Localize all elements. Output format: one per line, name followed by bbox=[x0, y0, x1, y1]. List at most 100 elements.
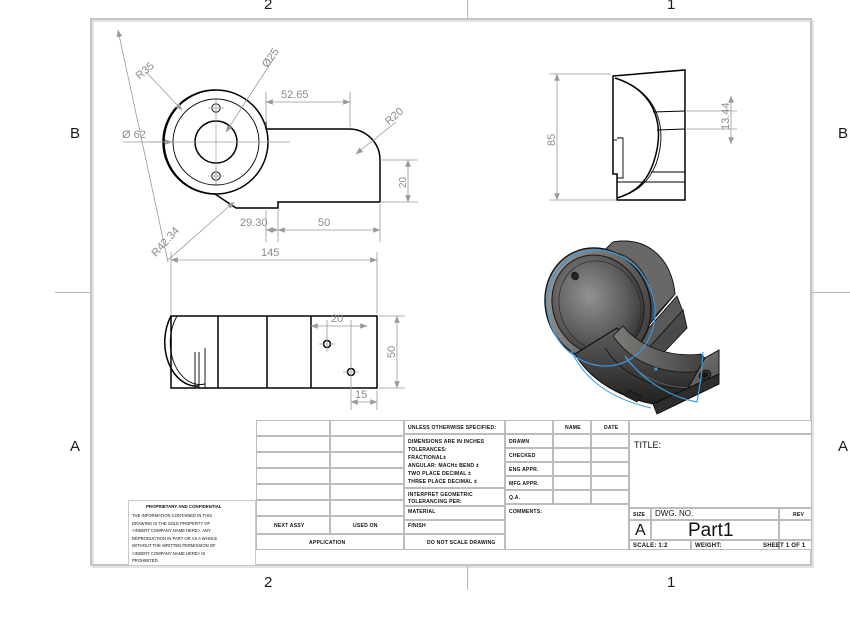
proprietary-line-1: THE INFORMATION CONTAINED IN THIS bbox=[132, 513, 213, 518]
dim-r35: R35 bbox=[134, 60, 157, 82]
approval-label-drawn: DRAWN bbox=[509, 439, 530, 445]
dim-85: 85 bbox=[546, 134, 558, 146]
tolerances-cell: DIMENSIONS ARE IN INCHES TOLERANCES: FRA… bbox=[404, 434, 505, 488]
approval-date-qa[interactable] bbox=[591, 490, 629, 504]
used-on-label: USED ON bbox=[353, 523, 378, 529]
approval-name-checked[interactable] bbox=[553, 448, 591, 462]
dim-15: 15 bbox=[355, 389, 367, 401]
assy-cell-r1c1[interactable] bbox=[256, 420, 330, 436]
comments-label: COMMENTS: bbox=[509, 509, 543, 515]
title-cell[interactable]: TITLE: bbox=[629, 434, 812, 508]
rev-label-cell: REV bbox=[779, 508, 812, 520]
unless-specified-cell: UNLESS OTHERWISE SPECIFIED: bbox=[404, 420, 505, 434]
dwg-no-label: DWG. NO. bbox=[655, 509, 694, 518]
approval-date-checked[interactable] bbox=[591, 448, 629, 462]
approval-date-mfgappr[interactable] bbox=[591, 476, 629, 490]
approval-date-drawn[interactable] bbox=[591, 434, 629, 448]
front-view[interactable]: Ø 62 R35 Ø25 R42.34 R20 52.65 29.30 50 2 bbox=[116, 29, 438, 280]
approval-label-checked: CHECKED bbox=[509, 453, 536, 459]
dwg-no-value: Part1 bbox=[688, 520, 734, 541]
dim-50-front: 50 bbox=[318, 217, 330, 229]
tolerance-line-5: TWO PLACE DECIMAL ± bbox=[408, 471, 472, 477]
do-not-scale-cell: DO NOT SCALE DRAWING bbox=[404, 534, 505, 550]
zone-right-b: B bbox=[838, 125, 849, 142]
zone-tick-top bbox=[467, 0, 468, 18]
assy-cell-r1c2[interactable] bbox=[330, 420, 404, 436]
finish-label: FINISH bbox=[408, 523, 426, 529]
scale-cell: SCALE: 1:2 bbox=[629, 540, 691, 550]
rev-value-cell[interactable] bbox=[779, 520, 812, 540]
interpret-line-2: TOLERANCING PER: bbox=[408, 499, 463, 505]
sheet-label: SHEET 1 OF 1 bbox=[763, 543, 806, 549]
rev-label: REV bbox=[793, 512, 805, 518]
next-assy-cell[interactable]: NEXT ASSY bbox=[256, 516, 330, 534]
dim-20-front: 20 bbox=[398, 176, 409, 188]
assy-cell-r3c2[interactable] bbox=[330, 452, 404, 468]
dim-dia62: Ø 62 bbox=[122, 129, 146, 141]
interpret-line-1: INTERPRET GEOMETRIC bbox=[408, 492, 473, 498]
finish-cell[interactable]: FINISH bbox=[404, 520, 505, 534]
proprietary-line-5: WITHOUT THE WRITTEN PERMISSION OF bbox=[132, 543, 216, 548]
approval-name-qa[interactable] bbox=[553, 490, 591, 504]
proprietary-line-4: REPRODUCTION IN PART OR AS A WHOLE bbox=[132, 535, 218, 541]
assy-cell-r2c2[interactable] bbox=[330, 436, 404, 452]
dim-1344: 13.44 bbox=[720, 102, 732, 130]
approval-name-engappr[interactable] bbox=[553, 462, 591, 476]
proprietary-notice-block: PROPRIETARY AND CONFIDENTIAL THE INFORMA… bbox=[128, 500, 256, 566]
zone-bottom-1: 1 bbox=[667, 574, 676, 591]
assy-cell-r5c1[interactable] bbox=[256, 484, 330, 500]
next-assy-label: NEXT ASSY bbox=[274, 523, 305, 529]
interpret-geometric-cell: INTERPRET GEOMETRIC TOLERANCING PER: bbox=[404, 488, 505, 506]
right-side-view[interactable]: 85 13.44 bbox=[525, 52, 765, 222]
dim-50-top: 50 bbox=[386, 346, 398, 358]
zone-top-2: 2 bbox=[264, 0, 273, 13]
assy-cell-r5c2[interactable] bbox=[330, 484, 404, 500]
scale-label: SCALE: 1:2 bbox=[633, 543, 668, 549]
name-header-label: NAME bbox=[565, 425, 581, 431]
title-block: NEXT ASSY USED ON APPLICATION UNLESS OTH… bbox=[256, 420, 812, 566]
proprietary-line-3: <INSERT COMPANY NAME HERE>. ANY bbox=[132, 528, 211, 533]
dim-20-top: 20 bbox=[331, 313, 343, 325]
approval-row-checked: CHECKED bbox=[505, 448, 553, 462]
weight-label: WEIGHT: bbox=[695, 543, 722, 549]
assy-cell-r6c2[interactable] bbox=[330, 500, 404, 516]
assy-cell-r4c1[interactable] bbox=[256, 468, 330, 484]
size-value: A bbox=[635, 522, 646, 539]
zone-left-b: B bbox=[70, 125, 81, 142]
name-header-cell: NAME bbox=[553, 420, 591, 434]
date-header-cell: DATE bbox=[591, 420, 629, 434]
approval-row-drawn: DRAWN bbox=[505, 434, 553, 448]
do-not-scale-label: DO NOT SCALE DRAWING bbox=[427, 540, 496, 546]
dim-2930: 29.30 bbox=[240, 217, 268, 229]
assy-cell-r2c1[interactable] bbox=[256, 436, 330, 452]
size-label: SIZE bbox=[633, 512, 646, 518]
size-value-cell: A bbox=[629, 520, 651, 540]
tolerance-line-6: THREE PLACE DECIMAL ± bbox=[408, 479, 477, 485]
title-label: TITLE: bbox=[634, 440, 662, 450]
top-view[interactable]: 145 20 50 15 bbox=[155, 238, 425, 418]
dim-r20: R20 bbox=[383, 106, 406, 128]
material-label: MATERIAL bbox=[408, 509, 436, 515]
sheet-border bbox=[90, 18, 812, 566]
approval-blank-header bbox=[505, 420, 553, 434]
dwg-no-value-cell[interactable]: Part1 bbox=[651, 520, 779, 541]
tolerance-line-1: DIMENSIONS ARE IN INCHES bbox=[408, 439, 485, 445]
approval-name-mfgappr[interactable] bbox=[553, 476, 591, 490]
approval-date-engappr[interactable] bbox=[591, 462, 629, 476]
isometric-view[interactable] bbox=[505, 232, 755, 417]
dim-5265: 52.65 bbox=[281, 89, 309, 101]
title-top-cell bbox=[629, 420, 812, 434]
assy-cell-r6c1[interactable] bbox=[256, 500, 330, 516]
approval-name-drawn[interactable] bbox=[553, 434, 591, 448]
zone-tick-bottom bbox=[467, 566, 468, 590]
dim-dia25: Ø25 bbox=[260, 46, 282, 70]
assy-cell-r3c1[interactable] bbox=[256, 452, 330, 468]
comments-cell[interactable]: COMMENTS: bbox=[505, 504, 629, 550]
date-header-label: DATE bbox=[604, 425, 619, 431]
assy-cell-r4c2[interactable] bbox=[330, 468, 404, 484]
used-on-cell[interactable]: USED ON bbox=[330, 516, 404, 534]
approval-label-engappr: ENG APPR. bbox=[509, 467, 539, 473]
material-cell[interactable]: MATERIAL bbox=[404, 506, 505, 520]
application-cell: APPLICATION bbox=[256, 534, 404, 550]
